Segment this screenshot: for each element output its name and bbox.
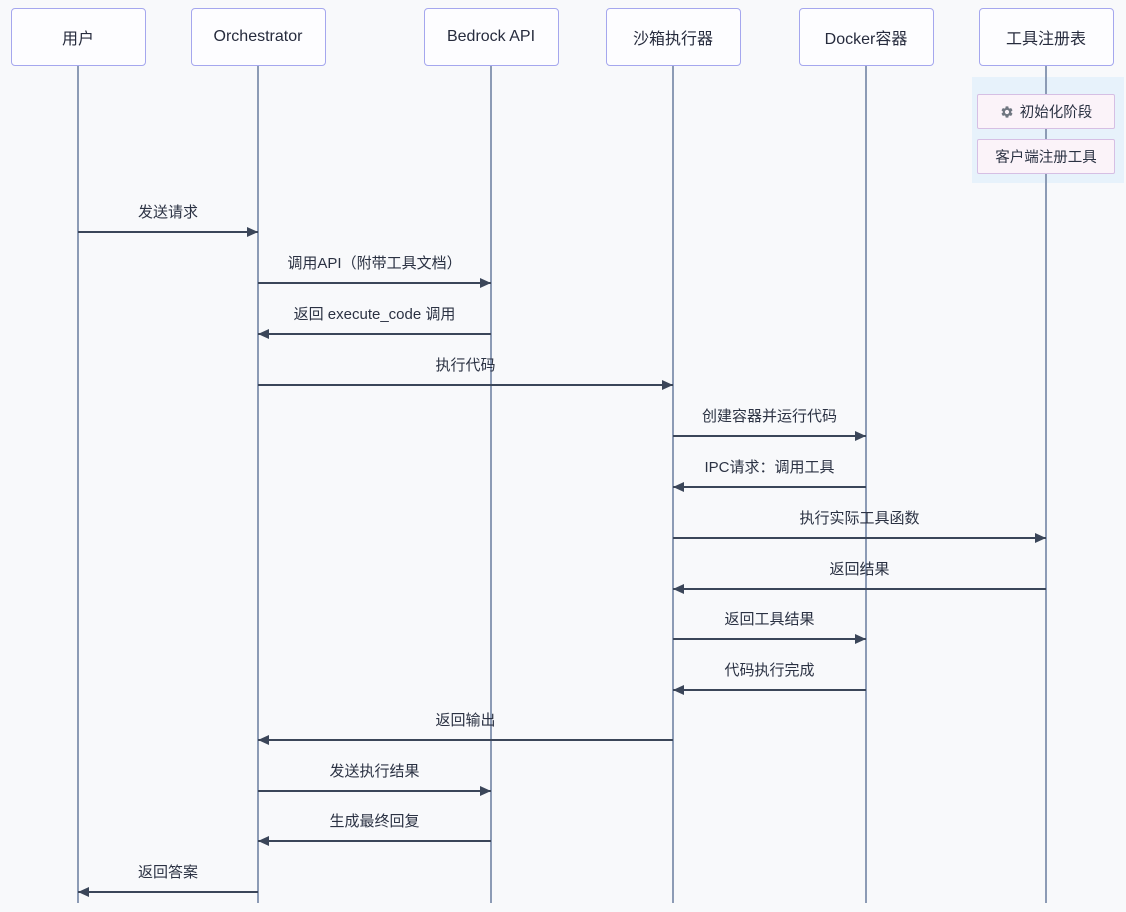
message-line: [673, 689, 866, 691]
arrowhead-icon: [1035, 533, 1046, 543]
lifeline-orchestrator: [257, 66, 259, 903]
message-line: [673, 638, 866, 640]
arrowhead-icon: [673, 584, 684, 594]
actor-tool-registry: 工具注册表: [978, 8, 1114, 66]
arrowhead-icon: [662, 380, 673, 390]
lifeline-docker-container: [865, 66, 867, 903]
actor-user: 用户: [10, 8, 146, 66]
arrowhead-icon: [480, 786, 491, 796]
message-label-4: 执行代码: [435, 357, 496, 374]
arrowhead-icon: [855, 431, 866, 441]
lifeline-user: [77, 66, 79, 903]
actor-sandbox-executor: 沙箱执行器: [605, 8, 741, 66]
message-label-7: 执行实际工具函数: [799, 510, 920, 527]
arrowhead-icon: [855, 634, 866, 644]
lifeline-sandbox-executor: [672, 66, 674, 903]
note-1: 初始化阶段: [977, 94, 1115, 129]
actor-docker-container: Docker容器: [798, 8, 934, 66]
message-line: [258, 333, 491, 335]
message-label-5: 创建容器并运行代码: [701, 408, 838, 425]
arrowhead-icon: [673, 482, 684, 492]
note-2: 客户端注册工具: [977, 139, 1115, 174]
message-label-11: 返回输出: [435, 712, 496, 729]
message-line: [258, 790, 491, 792]
message-label-12: 发送执行结果: [329, 763, 420, 780]
arrowhead-icon: [247, 227, 258, 237]
message-line: [78, 231, 258, 233]
arrowhead-icon: [480, 278, 491, 288]
message-label-2: 调用API（附带工具文档）: [287, 255, 462, 272]
message-label-14: 返回答案: [137, 864, 199, 881]
message-line: [258, 739, 673, 741]
arrowhead-icon: [258, 329, 269, 339]
arrowhead-icon: [78, 887, 89, 897]
message-label-10: 代码执行完成: [724, 662, 815, 679]
arrowhead-icon: [673, 685, 684, 695]
message-label-9: 返回工具结果: [724, 611, 815, 628]
lifeline-tool-registry: [1045, 66, 1047, 903]
arrowhead-icon: [258, 735, 269, 745]
actor-orchestrator: Orchestrator: [190, 8, 326, 66]
actor-bedrock-api: Bedrock API: [423, 8, 559, 66]
note-text: 初始化阶段: [1019, 105, 1093, 121]
message-line: [78, 891, 258, 893]
message-line: [673, 486, 866, 488]
message-label-1: 发送请求: [137, 204, 199, 221]
lifeline-bedrock-api: [490, 66, 492, 903]
note-text: 客户端注册工具: [995, 150, 1097, 166]
gear-icon: [1000, 105, 1014, 119]
message-label-8: 返回结果: [829, 561, 890, 578]
message-line: [258, 840, 491, 842]
message-label-6: IPC请求：调用工具: [704, 459, 835, 476]
arrowhead-icon: [258, 836, 269, 846]
message-line: [258, 282, 491, 284]
message-label-13: 生成最终回复: [329, 813, 420, 830]
message-line: [673, 588, 1046, 590]
message-line: [258, 384, 673, 386]
message-line: [673, 435, 866, 437]
message-line: [673, 537, 1046, 539]
message-label-3: 返回 execute_code 调用: [293, 306, 456, 323]
